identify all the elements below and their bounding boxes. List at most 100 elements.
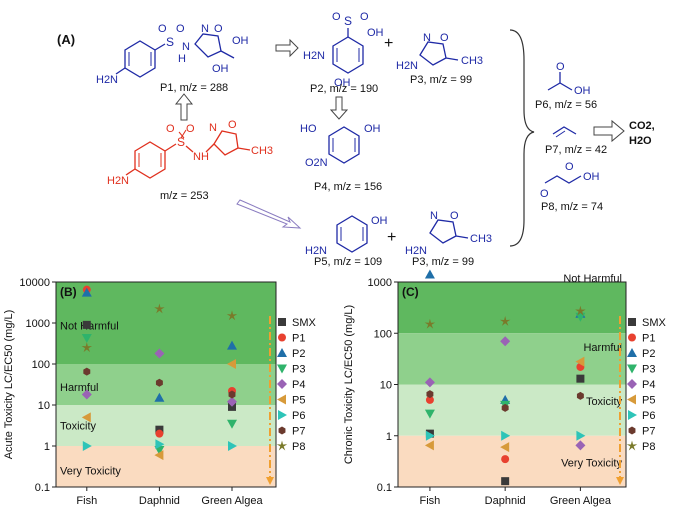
svg-text:O: O <box>176 23 185 35</box>
point-p5 <box>424 440 434 451</box>
svg-text:H2N: H2N <box>96 74 118 86</box>
legend-arrow <box>616 477 624 485</box>
points-b <box>81 285 238 461</box>
y-tick-label: 100 <box>374 328 392 340</box>
point-p8 <box>81 342 93 353</box>
zone-label: Toxicity <box>586 396 623 408</box>
point-p4 <box>154 348 165 359</box>
svg-text:H2N: H2N <box>305 245 327 257</box>
svg-text:N: N <box>430 210 438 222</box>
arrow-p1-to-p2 <box>275 38 299 58</box>
smx-label: m/z = 253 <box>160 190 209 202</box>
svg-text:O2N: O2N <box>305 157 328 169</box>
point-p3 <box>227 419 237 429</box>
x-tick-label: Fish <box>76 495 97 507</box>
svg-text:O: O <box>450 210 459 222</box>
p1-label: P1, m/z = 288 <box>160 82 228 94</box>
point-p6 <box>425 430 435 441</box>
svg-text:NH: NH <box>193 151 209 163</box>
legend-label: P6 <box>292 410 305 422</box>
x-tick-label: Daphnid <box>485 495 526 507</box>
p8-label: P8, m/z = 74 <box>541 201 603 213</box>
y-tick-label: 100 <box>32 359 50 371</box>
legend-marker <box>278 426 286 435</box>
y-tick-label: 10000 <box>19 277 50 289</box>
p6-structure: O OH <box>547 61 591 97</box>
point-p4 <box>575 440 586 451</box>
svg-text:O: O <box>332 11 341 23</box>
p8-structure: O O OH <box>540 161 600 200</box>
y-axis-label: Acute Toxicity LC/EC50 (mg/L) <box>3 310 15 460</box>
p7-label: P7, m/z = 42 <box>545 144 607 156</box>
zone-band <box>56 446 276 487</box>
point-p1 <box>425 395 434 404</box>
point-p7 <box>228 390 236 399</box>
y-tick-label: 10 <box>38 400 50 412</box>
legend-label: P4 <box>642 379 655 391</box>
point-p2 <box>227 340 237 350</box>
y-tick-label: 1 <box>44 441 50 453</box>
plus-sign: + <box>387 229 396 246</box>
degradation-pathway-scheme: (A) H2N S O O NH N O CH3 m/z = 253 H2N S… <box>57 11 655 268</box>
point-p4 <box>424 377 435 388</box>
zone-band <box>56 364 276 405</box>
svg-text:OH: OH <box>364 123 381 135</box>
legend-label: P8 <box>642 441 655 453</box>
x-tick-label: Fish <box>420 495 441 507</box>
svg-text:OH: OH <box>583 171 600 183</box>
points-c <box>424 269 586 486</box>
point-p6 <box>82 441 92 451</box>
svg-text:O: O <box>540 188 549 200</box>
smx-structure: H2N S O O NH N O CH3 <box>107 119 273 187</box>
legend-marker <box>628 426 636 435</box>
point-p5 <box>154 450 164 461</box>
zone-band <box>56 282 276 364</box>
plus-sign: + <box>384 35 393 52</box>
point-p4 <box>227 396 237 407</box>
legend-marker <box>277 348 287 357</box>
legend-marker <box>628 318 636 326</box>
legend-marker <box>277 394 286 405</box>
p4-label: P4, m/z = 156 <box>314 181 382 193</box>
legend-marker <box>627 348 637 357</box>
p2-label: P2, m/z = 190 <box>310 83 378 95</box>
svg-text:N: N <box>182 41 190 53</box>
svg-text:H2N: H2N <box>107 175 129 187</box>
point-p1 <box>155 429 164 438</box>
legend-label: SMX <box>292 317 317 329</box>
point-p4 <box>500 336 511 347</box>
svg-text:S: S <box>344 14 352 28</box>
zone-band <box>398 384 626 436</box>
zone-band <box>56 405 276 446</box>
p7-structure <box>552 126 577 138</box>
zone-band <box>398 282 626 334</box>
svg-text:H2N: H2N <box>405 245 427 257</box>
point-p8 <box>575 305 586 316</box>
panel-label: (C) <box>402 285 419 299</box>
legend-label: P3 <box>642 364 655 376</box>
legend-label: P6 <box>642 410 655 422</box>
point-p5 <box>575 356 585 367</box>
svg-text:N: N <box>209 122 217 134</box>
svg-text:CH3: CH3 <box>251 145 273 157</box>
point-p7 <box>155 378 163 387</box>
legend-label: P2 <box>642 348 655 360</box>
svg-text:N: N <box>423 32 431 44</box>
bracket <box>509 29 535 247</box>
y-tick-label: 0.1 <box>35 482 50 494</box>
zone-label: Very Toxicity <box>561 458 622 470</box>
arrow-smx-to-p1 <box>174 93 194 121</box>
zone-band <box>398 333 626 385</box>
point-p1 <box>501 455 510 464</box>
legend-label: P3 <box>292 364 305 376</box>
y-tick-label: 1 <box>386 431 392 443</box>
svg-text:OH: OH <box>574 85 591 97</box>
svg-text:S: S <box>166 35 174 49</box>
svg-text:OH: OH <box>212 63 229 75</box>
point-p8 <box>226 310 238 321</box>
svg-text:OH: OH <box>232 35 249 47</box>
point-p2 <box>81 287 92 297</box>
p3-bottom-label: P3, m/z = 99 <box>412 256 474 268</box>
